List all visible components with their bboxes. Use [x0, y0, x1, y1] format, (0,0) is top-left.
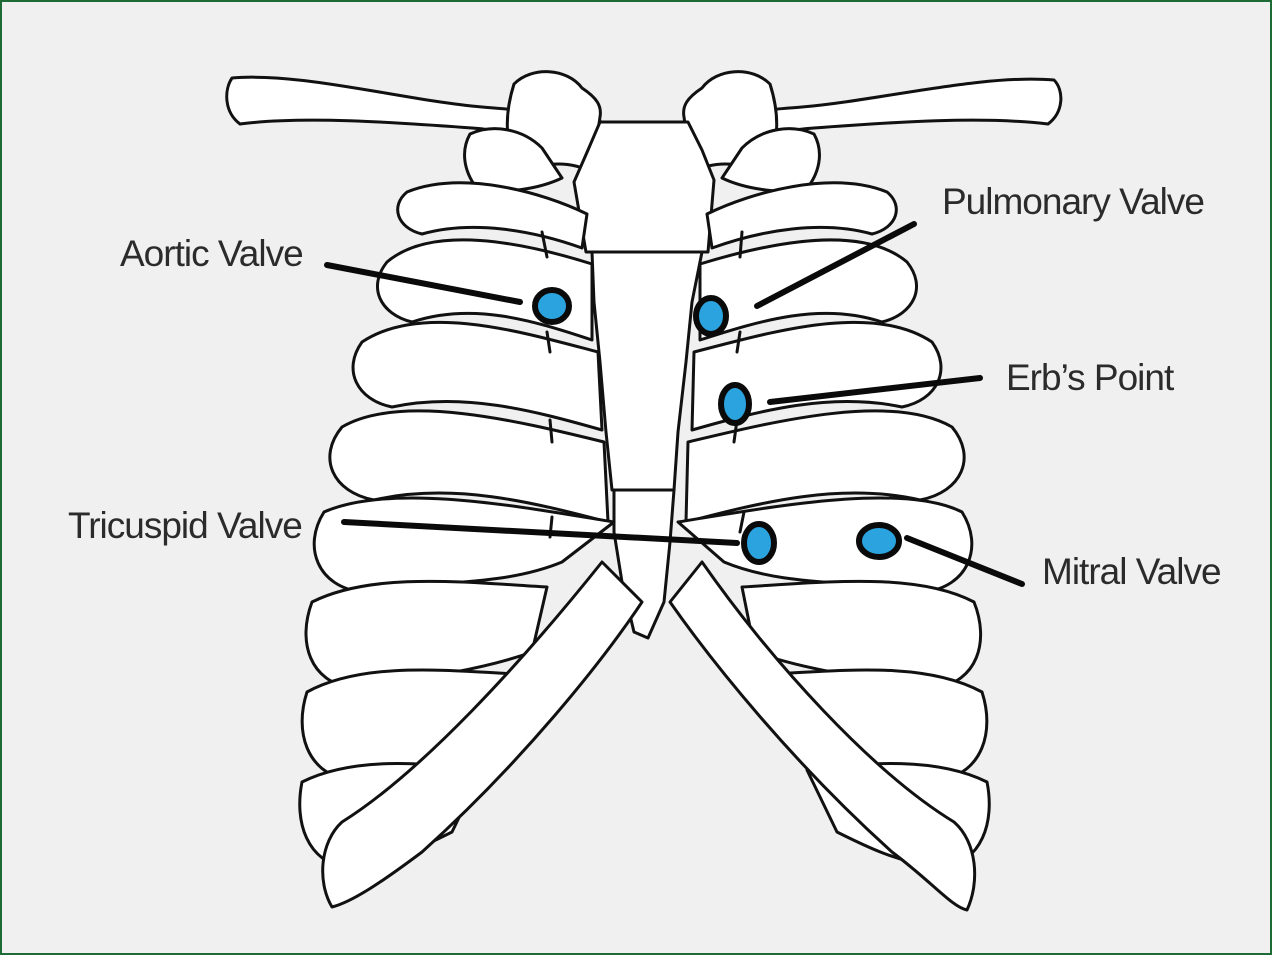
left-rib-5: [684, 409, 966, 524]
labels: Aortic Valve Pulmonary Valve Erb’s Point…: [68, 181, 1222, 592]
first-ribs: [463, 70, 821, 194]
mitral-valve-label: Mitral Valve: [1042, 551, 1221, 592]
left-rib-4: [690, 320, 943, 432]
tricuspid-leader: [341, 519, 740, 546]
aortic-point: [532, 287, 572, 325]
aortic-valve-label: Aortic Valve: [120, 233, 303, 274]
erbs-point-label: Erb’s Point: [1006, 357, 1175, 398]
pulmonary-valve-label: Pulmonary Valve: [942, 181, 1204, 222]
right-lower-margin: [321, 560, 644, 909]
right-upper-rib-stub: [463, 127, 564, 194]
leader-lines: [324, 221, 1025, 587]
pulmonary-leader: [754, 221, 917, 309]
erbs-leader: [767, 375, 983, 405]
left-rib-6: [676, 496, 974, 594]
mitral-leader: [904, 535, 1025, 587]
right-rib-4: [351, 320, 604, 432]
erbs-point: [718, 382, 752, 426]
mitral-point: [856, 522, 902, 560]
left-lower-margin: [668, 560, 977, 912]
cartilage-seams: [540, 230, 746, 539]
aortic-leader: [324, 262, 523, 305]
sternum-body: [590, 250, 704, 492]
left-rib-2: [705, 181, 898, 250]
tricuspid-valve-label: Tricuspid Valve: [68, 505, 302, 546]
right-rib-5: [328, 409, 610, 524]
tricuspid-point: [741, 521, 777, 565]
left-upper-rib-stub: [720, 127, 821, 194]
auscultation-points: [532, 287, 902, 565]
right-rib-2: [396, 181, 589, 250]
pulmonary-point: [693, 295, 729, 337]
manubrium: [572, 120, 716, 254]
left-ribs: [668, 181, 991, 912]
left-rib-3: [698, 238, 918, 342]
